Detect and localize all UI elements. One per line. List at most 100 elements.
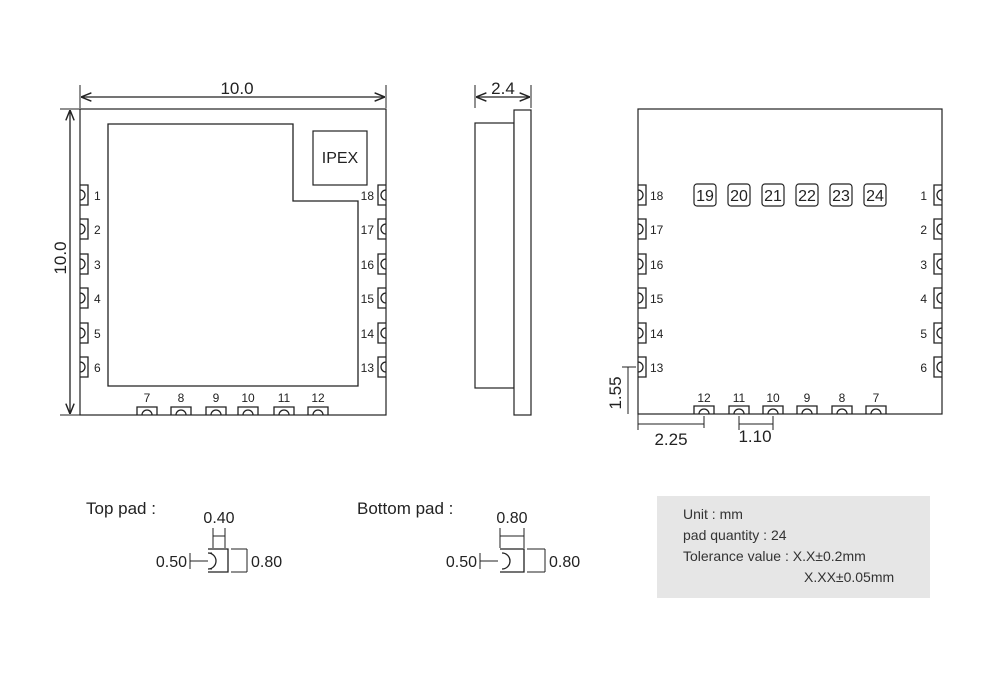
pin-label: 10 [766,391,780,405]
pin-label: 4 [920,292,927,306]
center-pad-label: 19 [696,188,714,205]
pin-label: 6 [94,361,101,375]
pin-label: 3 [94,258,101,272]
ipex-label: IPEX [322,150,359,167]
notes-background [657,496,930,598]
shield-profile [474,122,515,389]
bottom-pads [693,405,887,415]
height-dimension: 10.0 [51,241,70,274]
pad-quantity-note: pad quantity : 24 [683,527,787,543]
castellated-pad [933,287,943,309]
right-pads [377,184,387,378]
castellated-pad [79,322,89,344]
castellated-pad [796,405,818,415]
center-pad [693,183,717,207]
pin-label: 9 [804,391,811,405]
pin-label: 6 [920,361,927,375]
pin-label: 9 [213,391,220,405]
side-view: 2.4 [474,79,532,416]
bottom-pad-title: Bottom pad : [357,499,453,518]
left-pads [79,184,89,378]
castellated-pad [933,322,943,344]
pin-label: 1 [920,189,927,203]
pin-label: 17 [650,223,664,237]
castellated-pad [637,356,647,378]
pin-label: 11 [733,391,746,405]
pin-label: 13 [650,361,664,375]
pin-label: 10 [241,391,255,405]
castellated-pad [637,287,647,309]
pin-label: 5 [94,327,101,341]
pin-label: 12 [697,391,711,405]
pin-label: 7 [144,391,151,405]
tolerance-note-2: X.XX±0.05mm [804,569,894,585]
castellated-pad [377,184,387,206]
castellated-pad [933,356,943,378]
castellated-pad [728,405,750,415]
castellated-pad [865,405,887,415]
bottom-pad-right-dim: 0.80 [549,554,580,571]
pin-label: 2 [920,223,927,237]
width-dimension: 10.0 [220,79,253,98]
center-pad-label: 22 [798,188,816,205]
pin-label: 15 [650,292,664,306]
pin-label: 18 [361,189,375,203]
castellated-pad [933,184,943,206]
castellated-pad [136,406,158,416]
castellated-pad [79,218,89,240]
pcb-profile [513,109,532,416]
castellated-pad [637,322,647,344]
pin-label: 18 [650,189,664,203]
top-pad-right-dim: 0.80 [251,554,282,571]
top-pad-detail: Top pad : 0.40 0.50 0.80 [86,499,282,573]
top-pad-left-dim: 0.50 [156,554,187,571]
castellated-pad [79,253,89,275]
pin-label: 15 [361,292,375,306]
castellated-pad [273,406,295,416]
pin-label: 13 [361,361,375,375]
castellated-pad [307,406,329,416]
bottom-pad-width: 0.80 [496,510,527,527]
castellated-pad [377,218,387,240]
pin-label: 2 [94,223,101,237]
pin-label: 8 [178,391,185,405]
pin-pitch-dimension: 1.10 [738,427,771,446]
castellated-pad [377,253,387,275]
castellated-pad [637,253,647,275]
pin-label: 14 [361,327,375,341]
castellated-pad [933,253,943,275]
pin-label: 8 [839,391,846,405]
module-bottom-outline [637,108,943,415]
castellated-pad [831,405,853,415]
center-pad-label: 21 [764,188,782,205]
castellated-pad [237,406,259,416]
pin13-height-dimension: 1.55 [606,376,625,409]
pin-label: 3 [920,258,927,272]
pin-label: 16 [361,258,375,272]
back-view: 19 20 21 22 23 24 18 17 16 15 14 13 1 2 … [606,108,943,449]
center-pad-label: 20 [730,188,748,205]
right-pads [933,184,943,378]
bottom-pad-left-dim: 0.50 [446,554,477,571]
pin-label: 7 [873,391,880,405]
castellated-pad [762,405,784,415]
castellated-pad [79,184,89,206]
castellated-pad [377,322,387,344]
castellated-pad [637,184,647,206]
pin-label: 12 [311,391,325,405]
pin-label: 14 [650,327,664,341]
center-pad [829,183,853,207]
top-pad-width: 0.40 [203,510,234,527]
castellated-pad [79,356,89,378]
pin-label: 17 [361,223,375,237]
castellated-pad [170,406,192,416]
bottom-pad-detail: Bottom pad : 0.80 0.50 0.80 [357,499,580,573]
pin-label: 11 [278,391,291,405]
center-pad [761,183,785,207]
center-pad-label: 24 [866,188,884,205]
pin-label: 4 [94,292,101,306]
edge-to-pin12-dimension: 2.25 [654,430,687,449]
tolerance-note: Tolerance value : X.X±0.2mm [683,548,866,564]
castellated-pad [637,218,647,240]
castellated-pad [205,406,227,416]
